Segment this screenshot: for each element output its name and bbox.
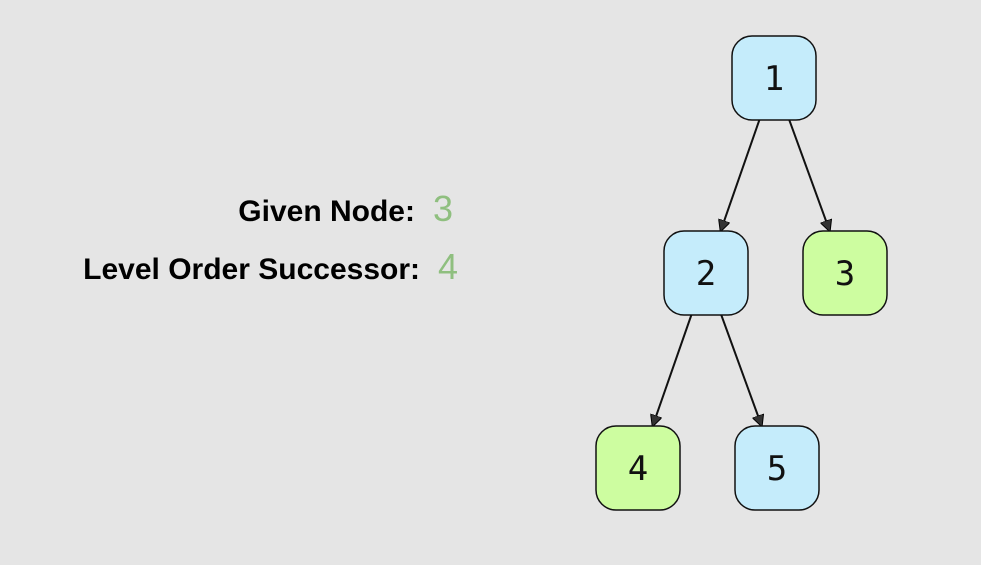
tree-node-2: 2: [663, 230, 749, 316]
tree-node-box: [734, 425, 820, 511]
tree-node-4: 4: [595, 425, 681, 511]
tree-node-5: 5: [734, 425, 820, 511]
successor-row: Level Order Successor: 4: [20, 246, 458, 288]
tree-node-box: [663, 230, 749, 316]
given-node-row: Given Node: 3: [15, 188, 453, 230]
tree-edges: [653, 119, 830, 426]
tree-node-label: 4: [628, 449, 648, 489]
tree-node-label: 1: [764, 59, 784, 99]
tree-node-3: 3: [802, 230, 888, 316]
tree-node-label: 2: [696, 254, 716, 294]
given-node-label: Given Node:: [238, 195, 415, 228]
edge-2-5: [720, 314, 761, 426]
successor-label: Level Order Successor:: [83, 253, 420, 286]
successor-value: 4: [438, 246, 459, 287]
tree-node-box: [595, 425, 681, 511]
tree-nodes: 1 2 3 4 5: [595, 35, 888, 511]
edge-2-4: [653, 314, 693, 426]
tree-node-label: 5: [767, 449, 787, 489]
edge-1-2: [721, 119, 761, 231]
tree-node-label: 3: [835, 254, 855, 294]
tree-node-box: [731, 35, 817, 121]
tree-node-1: 1: [731, 35, 817, 121]
tree-node-box: [802, 230, 888, 316]
edge-1-3: [788, 119, 829, 231]
given-node-value: 3: [433, 188, 454, 229]
